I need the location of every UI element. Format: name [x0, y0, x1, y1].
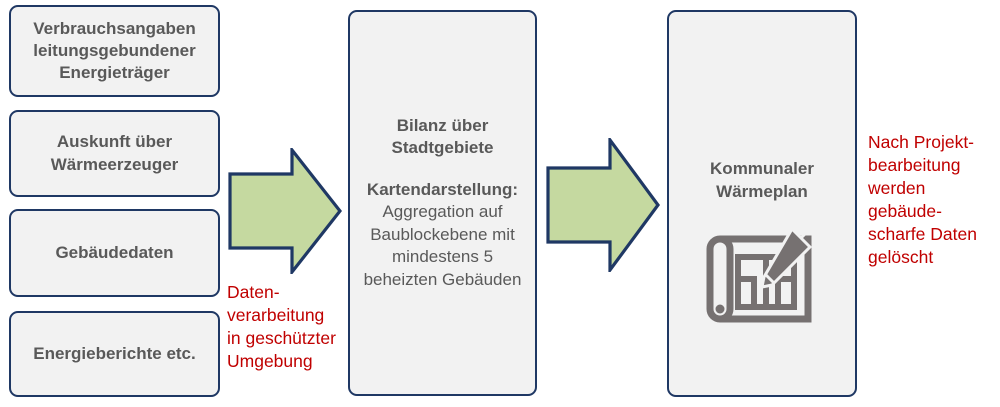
- source-box-label: Verbrauchsangaben leitungsgebundener Ene…: [33, 18, 196, 83]
- result-box-kommunaler-waermeplan: Kommunaler Wärmeplan: [667, 10, 857, 397]
- source-box-gebaeudedaten: Gebäudedaten: [9, 209, 220, 297]
- result-box-title: Kommunaler Wärmeplan: [710, 159, 814, 201]
- center-box-subhead: Kartendarstellung:: [366, 179, 519, 199]
- source-box-label: Energieberichte etc.: [33, 343, 196, 363]
- center-box-spacer: [358, 160, 527, 179]
- source-box-verbrauchsangaben: Verbrauchsangaben leitungsgebundener Ene…: [9, 5, 220, 97]
- note-datenverarbeitung: Daten- verarbeitung in geschützter Umgeb…: [227, 282, 336, 372]
- source-box-label: Auskunft über Wärmeerzeuger: [50, 132, 179, 174]
- center-box-bilanz: Bilanz über Stadtgebiete Kartendarstellu…: [348, 10, 537, 396]
- right-arrow-icon-sources-to-center: [228, 148, 342, 274]
- note-loeschung: Nach Projekt- bearbeitung werden gebäude…: [868, 132, 977, 268]
- center-box-title: Bilanz über Stadtgebiete: [391, 115, 494, 158]
- source-box-auskunft-waermeerzeuger: Auskunft über Wärmeerzeuger: [9, 110, 220, 197]
- source-box-energieberichte: Energieberichte etc.: [9, 311, 220, 397]
- center-box-body: Aggregation auf Baublockebene mit mindes…: [363, 202, 522, 289]
- right-arrow-icon-center-to-result: [546, 138, 660, 272]
- source-box-label: Gebäudedaten: [55, 242, 174, 262]
- blueprint-pencil-icon: [706, 227, 812, 323]
